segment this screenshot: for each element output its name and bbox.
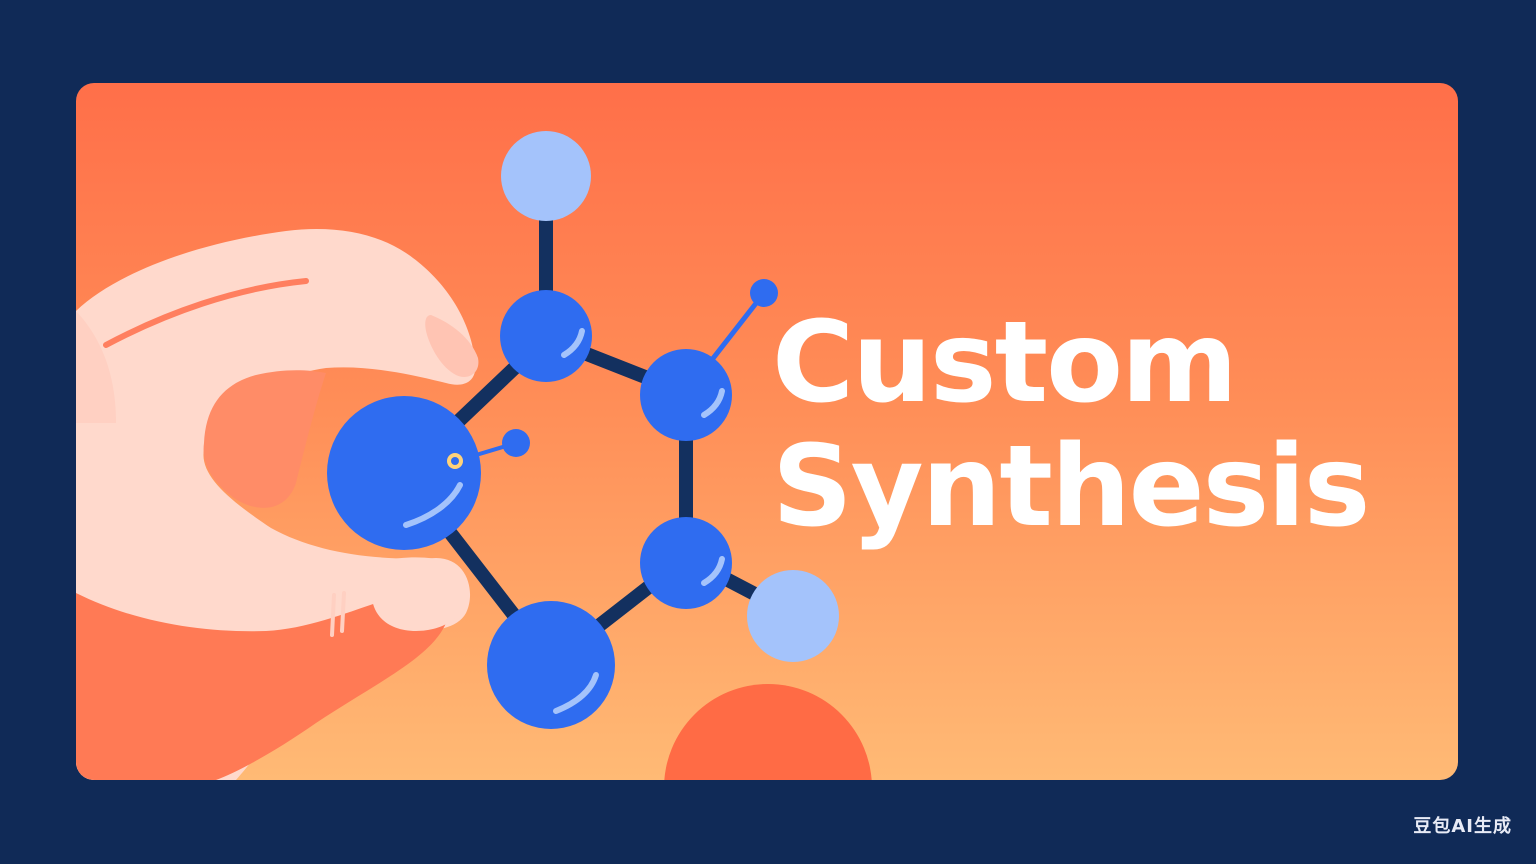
molecule-icon — [327, 131, 839, 729]
hero-title: Custom Synthesis — [772, 298, 1370, 552]
hand-icon — [76, 229, 479, 780]
sun-shape — [664, 684, 872, 780]
watermark-label: 豆包AI生成 — [1413, 816, 1512, 837]
title-line-2: Synthesis — [772, 422, 1370, 552]
illustration — [76, 131, 872, 780]
title-line-1: Custom — [772, 298, 1238, 428]
hero-card: Custom Synthesis — [76, 83, 1458, 780]
